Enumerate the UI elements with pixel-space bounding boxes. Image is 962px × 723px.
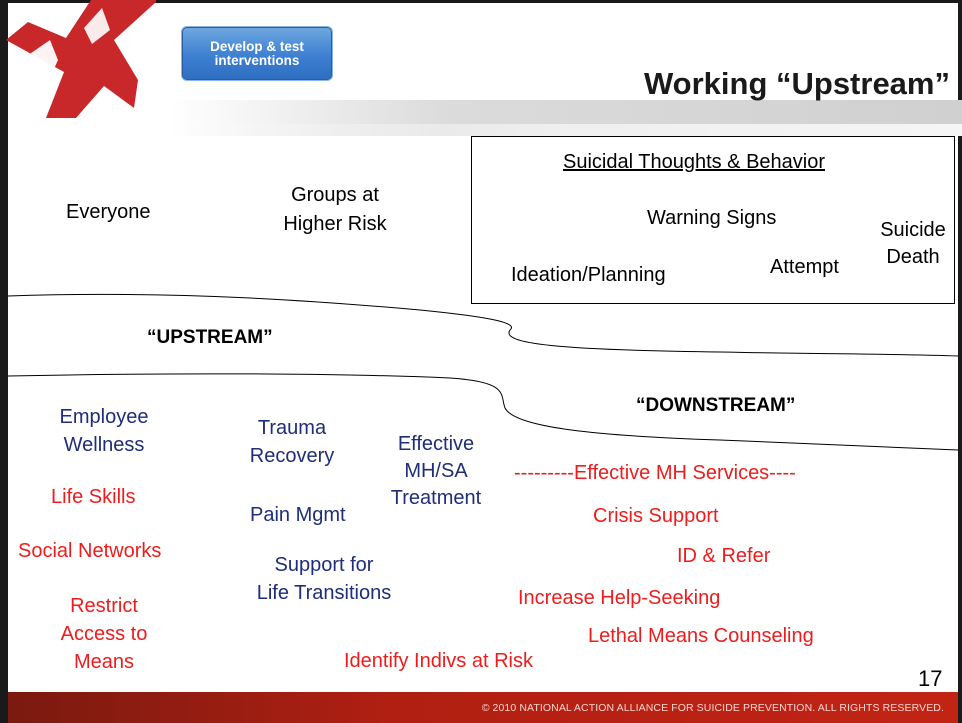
button-label-line2: interventions [214,52,300,68]
employee-wellness-label: Employee Wellness [36,403,172,459]
upstream-label: “UPSTREAM” [147,327,273,348]
attempt-label: Attempt [770,256,839,278]
trauma-line2: Recovery [249,445,335,467]
suicide-death-label: Suicide Death [870,217,956,271]
copyright-text: © 2010 NATIONAL ACTION ALLIANCE FOR SUIC… [481,702,944,714]
effective-mh-services-label: ---------Effective MH Services---- [514,462,796,484]
restrict-line3: Means [73,651,135,673]
effective-mhsa-treatment-label: Effective MH/SA Treatment [378,431,494,512]
support-line1: Support for [274,554,374,576]
everyone-label: Everyone [66,201,151,223]
warning-signs-label: Warning Signs [647,207,777,229]
header-bar-highlight [170,124,962,136]
box-heading: Suicidal Thoughts & Behavior [563,151,826,173]
groups-line2: Higher Risk [283,213,387,235]
crisis-support-label: Crisis Support [593,505,719,527]
lethal-means-counseling-label: Lethal Means Counseling [588,625,814,647]
slide-title: Working “Upstream” [643,66,950,101]
trauma-recovery-label: Trauma Recovery [232,414,352,470]
id-refer-label: ID & Refer [677,545,771,567]
footer-bar: © 2010 NATIONAL ACTION ALLIANCE FOR SUIC… [8,692,958,723]
lower-stream-line [7,373,959,451]
restrict-line1: Restrict [70,595,138,617]
restrict-line2: Access to [60,623,148,645]
groups-higher-risk-label: Groups at Higher Risk [260,181,410,239]
restrict-access-label: Restrict Access to Means [46,592,162,676]
increase-help-seeking-label: Increase Help-Seeking [518,587,721,609]
frame-top [0,0,962,3]
support-line2: Life Transitions [256,582,392,604]
death-line2: Death [886,246,940,268]
identify-indivs-label: Identify Indivs at Risk [344,650,533,672]
groups-line1: Groups at [291,184,379,206]
downstream-label: “DOWNSTREAM” [636,395,796,416]
pain-mgmt-label: Pain Mgmt [250,504,346,526]
star-logo-icon [6,0,156,118]
ideation-planning-label: Ideation/Planning [511,264,666,286]
employee-line1: Employee [59,406,149,428]
suicidal-thoughts-box [471,136,955,304]
effective-line1: Effective [397,433,475,455]
frame-right [958,0,962,723]
page-number: 17 [918,666,943,691]
support-life-transitions-label: Support for Life Transitions [236,551,412,607]
trauma-line1: Trauma [257,417,327,439]
employee-line2: Wellness [63,434,145,456]
button-label-line1: Develop & test [210,38,304,54]
develop-test-button[interactable]: Develop & test interventions [181,26,333,81]
effective-line3: Treatment [390,487,482,509]
life-skills-label: Life Skills [51,486,136,508]
effective-line2: MH/SA [404,460,468,482]
upper-stream-line [7,293,959,357]
frame-left [0,0,8,723]
death-line1: Suicide [880,219,946,241]
social-networks-label: Social Networks [18,540,162,562]
